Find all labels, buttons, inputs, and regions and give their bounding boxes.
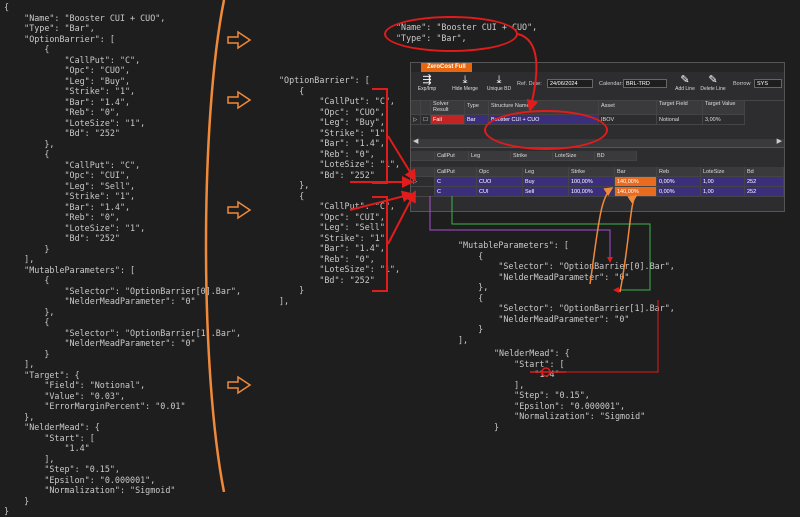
scroll-right-icon[interactable]: ▶ (776, 138, 782, 145)
download-icon: ⤓ (462, 74, 468, 86)
share-icon: ⇶ (422, 74, 432, 86)
add-line-button[interactable]: ✎ Add Line (675, 74, 695, 92)
toolbar: ⇶ Exp/Imp ⤓ Hide Merge ⤓ Unique BD Ref. … (411, 72, 784, 101)
app-titlebar: ZeroCost Full (411, 63, 784, 72)
connector-arrows (349, 33, 659, 377)
option-barrier-code: "OptionBarrier": [ { "CallPut": "C", "Op… (279, 75, 401, 306)
pen-icon: ✎ (680, 74, 690, 86)
main-grid-header: Solver Result Type Structure Name Asset … (411, 101, 784, 115)
option-bracket-2 (372, 196, 388, 292)
row-checkbox[interactable]: ☐ (421, 115, 431, 125)
pen-icon: ✎ (708, 74, 718, 86)
orange-divider (204, 0, 252, 492)
exp-imp-button[interactable]: ⇶ Exp/Imp (417, 74, 437, 92)
calendar-label: Calendar: (599, 81, 623, 87)
mutable-parameters-code: "MutableParameters": [ { "Selector": "Op… (458, 240, 675, 345)
borrow-label: Borrow (733, 81, 751, 87)
row-expand-icon[interactable]: ▷ (411, 177, 435, 187)
sub-grid-header: CallPut Leg Strike LoteSize BD (411, 151, 784, 161)
row-expand-icon[interactable]: ▷ (411, 115, 421, 125)
left-json-code: { "Name": "Booster CUI + CUO", "Type": "… (4, 2, 241, 516)
calendar-select[interactable]: BRL-TRD (623, 79, 667, 88)
borrow-field[interactable]: SYS (754, 79, 782, 88)
download-icon: ⤓ (496, 74, 502, 86)
structure-highlight (484, 110, 608, 150)
delete-line-button[interactable]: ✎ Delete Line (700, 74, 726, 92)
horizontal-scrollbar[interactable]: ◀ ▶ (411, 138, 784, 148)
scroll-left-icon[interactable]: ◀ (413, 138, 419, 145)
right-arrow-icon (227, 30, 252, 395)
detail-grid-header: CallPut Opc Leg Strike Bar Reb LoteSize … (411, 167, 784, 177)
name-type-highlight (384, 16, 518, 52)
hide-merge-button[interactable]: ⤓ Hide Merge (452, 74, 478, 92)
ref-date-label: Ref. Date: (517, 81, 542, 87)
nelder-mead-code: "NelderMead": { "Start": [ "1.4" ], "Ste… (494, 348, 646, 432)
row-marker (411, 187, 435, 197)
ref-date-field[interactable]: 24/06/2024 (547, 79, 593, 88)
tab-zerocost-full[interactable]: ZeroCost Full (421, 63, 472, 72)
detail-row-cuo[interactable]: ▷ C CUO Buy 100,00% 140,00% 0,00% 1,00 2… (411, 177, 784, 187)
unique-bd-button[interactable]: ⤓ Unique BD (486, 74, 512, 92)
